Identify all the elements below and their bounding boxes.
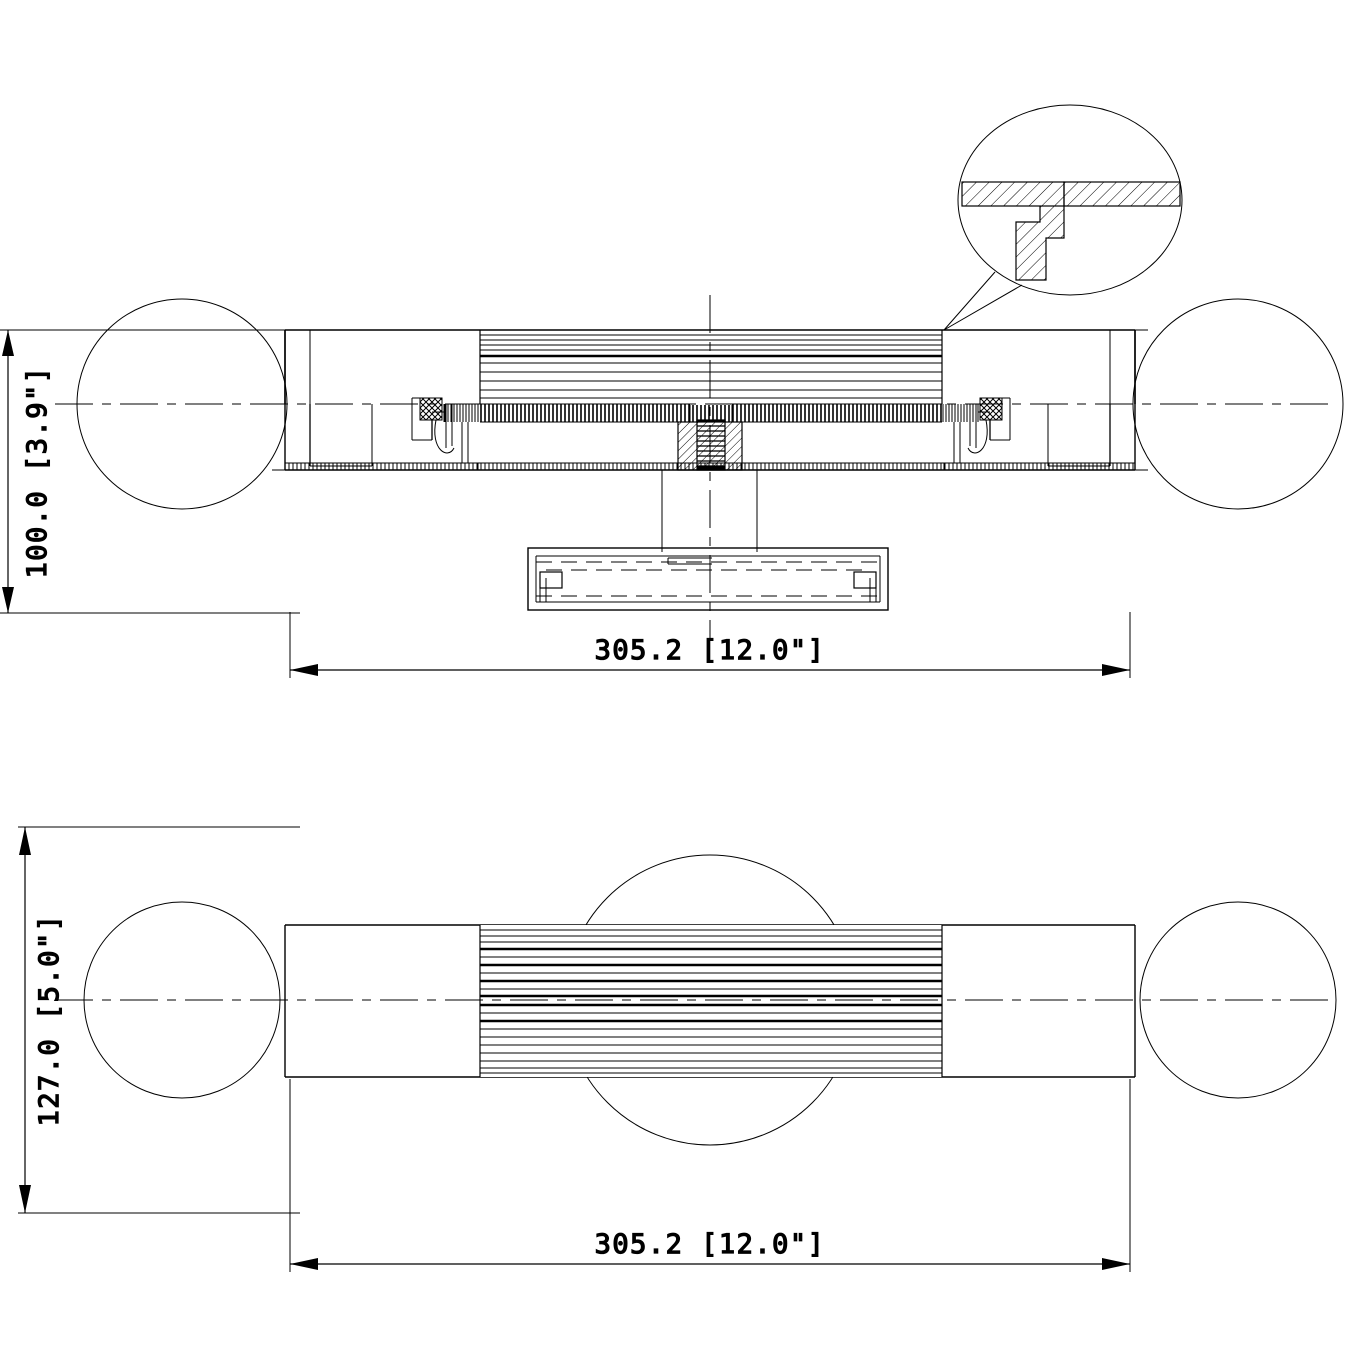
- upper-view: 100.0 [3.9"] 305.2 [12.0"]: [0, 104, 1344, 678]
- left-inner-wall-section: [411, 397, 480, 454]
- detail-leader-line-2: [943, 284, 1023, 331]
- length-dimension-lower: 305.2 [12.0"]: [289, 1079, 1131, 1272]
- length-dimension-upper-text: 305.2 [12.0"]: [595, 635, 826, 666]
- length-dimension-upper: 305.2 [12.0"]: [289, 612, 1131, 678]
- width-dimension: 127.0 [5.0"]: [18, 826, 300, 1214]
- width-dimension-text: 127.0 [5.0"]: [34, 913, 65, 1126]
- right-inner-wall-section: [942, 397, 1011, 454]
- lower-view: 127.0 [5.0"] 305.2 [12.0"]: [18, 826, 1337, 1272]
- detail-section-geometry: [961, 181, 1181, 281]
- detail-leader-line-1: [943, 271, 996, 331]
- shell-rib-pattern-plan: [479, 925, 943, 1077]
- mounting-bracket: [527, 547, 889, 611]
- shell-wall-section-hatch: [480, 404, 942, 422]
- right-end-sphere-plan: [1139, 901, 1337, 1099]
- height-dimension-text: 100.0 [3.9"]: [22, 365, 53, 578]
- height-dimension: 100.0 [3.9"]: [0, 329, 300, 614]
- detail-balloon: [943, 104, 1183, 331]
- length-dimension-lower-text: 305.2 [12.0"]: [595, 1229, 826, 1260]
- shell-rib-pattern-upper: [479, 330, 943, 404]
- central-threaded-boss: [677, 397, 743, 471]
- bracket-support-legs: [661, 470, 758, 552]
